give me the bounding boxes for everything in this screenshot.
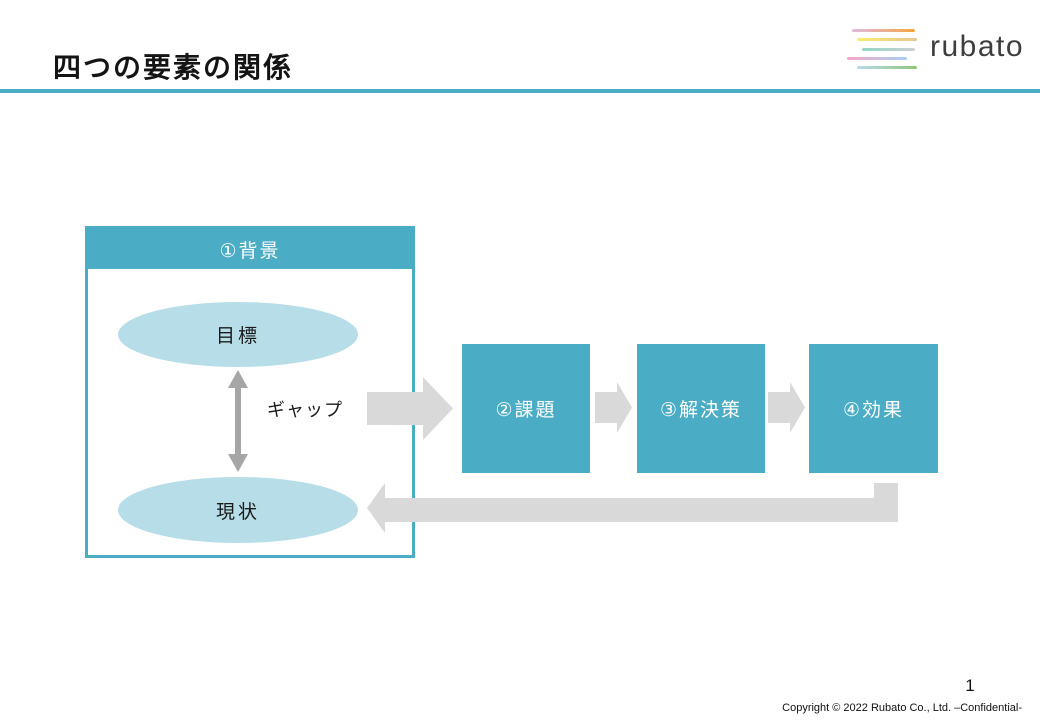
rubato-logo-text: rubato bbox=[930, 30, 1025, 63]
background-box-header: ①背景 bbox=[88, 229, 412, 269]
page-title: 四つの要素の関係 bbox=[53, 52, 294, 83]
arrow-solution-to-effect-icon bbox=[768, 382, 805, 433]
rubato-logo: rubato bbox=[845, 25, 1035, 75]
solution-box: ③解決策 bbox=[637, 344, 765, 473]
current-ellipse: 現状 bbox=[118, 477, 358, 543]
return-arrow-horizontal-segment bbox=[385, 498, 898, 522]
page-number: 1 bbox=[965, 676, 975, 695]
goal-ellipse: 目標 bbox=[118, 302, 358, 367]
effect-box: ④効果 bbox=[809, 344, 938, 473]
issue-box: ②課題 bbox=[462, 344, 590, 473]
title-underline bbox=[0, 89, 1040, 93]
rubato-logo-lines-icon bbox=[845, 25, 925, 75]
gap-label: ギャップ bbox=[267, 400, 343, 420]
copyright-text: Copyright © 2022 Rubato Co., Ltd. –Confi… bbox=[782, 702, 1022, 714]
arrow-issue-to-solution-icon bbox=[595, 382, 632, 433]
